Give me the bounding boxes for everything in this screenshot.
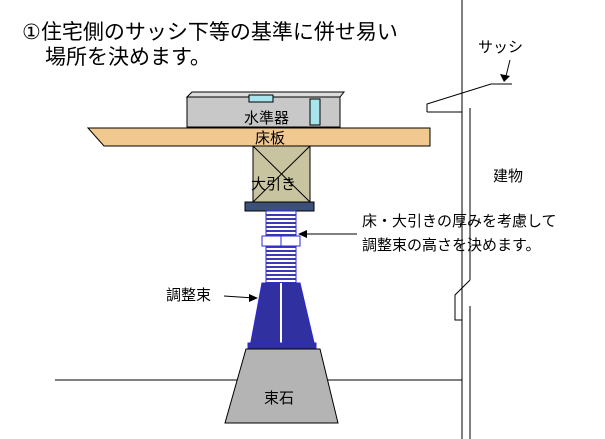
adjustable-post-label: 調整束: [166, 286, 211, 304]
rod-thread: [266, 254, 296, 256]
post-arrow-head: [249, 294, 258, 302]
adjustable-post-body: [249, 282, 316, 348]
floor-board-label: 床板: [255, 129, 285, 147]
rod-thread: [266, 270, 296, 272]
rod-thread: [266, 246, 296, 248]
post-base-plate: [247, 342, 317, 350]
level-bubble-2: [309, 98, 321, 126]
rod-thread: [266, 274, 296, 276]
threaded-rod: [265, 210, 297, 284]
base-stone-label: 束石: [264, 389, 294, 407]
rod-thread: [266, 278, 296, 280]
heading-line-1: ①住宅側のサッシ下等の基準に併せ易い: [22, 20, 398, 44]
rod-thread: [266, 266, 296, 268]
sash-outline: [426, 83, 512, 112]
post-top-plate: [244, 201, 315, 212]
sill-bracket: [454, 279, 471, 321]
floor-board: [86, 127, 431, 147]
spirit-level-label: 水準器: [244, 109, 289, 127]
note-line-2: 調整束の高さを決めます。: [362, 236, 541, 254]
building-label: 建物: [493, 167, 523, 185]
level-bubble-1: [248, 94, 274, 103]
rod-thread: [266, 218, 296, 220]
rod-thread: [266, 234, 296, 236]
sash-arrow-head: [500, 74, 510, 82]
rod-thread: [266, 258, 296, 260]
beam-cross-2: [252, 145, 311, 203]
heading: ①住宅側のサッシ下等の基準に併せ易い 場所を決めます。: [22, 20, 398, 70]
rod-thread: [266, 222, 296, 224]
rod-thread: [266, 214, 296, 216]
beam-label: 大引き: [251, 175, 296, 193]
base-stone: [224, 348, 339, 424]
sash-label: サッシ: [478, 38, 523, 56]
rod-thread: [266, 262, 296, 264]
note-arrow-head: [298, 230, 307, 238]
rod-thread: [266, 250, 296, 252]
heading-line-2: 場所を決めます。: [45, 45, 211, 69]
rod-thread: [266, 226, 296, 228]
rod-thread: [266, 230, 296, 232]
note-line-1: 床・大引きの厚みを考慮して: [362, 212, 557, 230]
